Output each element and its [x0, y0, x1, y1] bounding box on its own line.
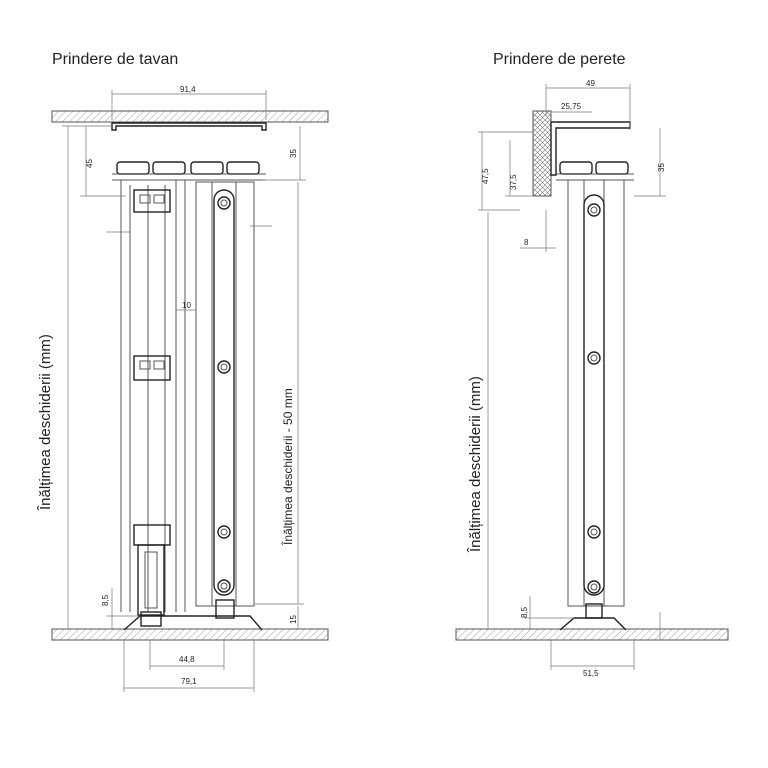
dim-gap: 10 — [182, 301, 191, 310]
dim-offset: 8 — [524, 238, 529, 247]
wall-dimensions: 49 25,75 47,5 37,5 35 8 Înălțimea deschi… — [467, 79, 666, 678]
ceiling-slab — [51, 110, 329, 123]
wall-block — [532, 110, 552, 197]
dim-wall-rail-height: 35 — [657, 163, 666, 172]
outer-door-panel — [195, 181, 255, 619]
ceiling-dimensions: 91,4 45 35 10 Înălțimea deschiderii (mm)… — [37, 85, 306, 692]
dim-wall-bottom-gap: 8,5 — [520, 606, 529, 618]
ceiling-mount-view: 91,4 45 35 10 Înălțimea deschiderii (mm)… — [37, 85, 329, 692]
dim-bottom-guide: 15 — [289, 615, 298, 624]
dim-width-outer: 79,1 — [181, 677, 197, 686]
floor-slab-left — [51, 628, 329, 641]
dim-bottom-gap: 8,5 — [101, 594, 110, 606]
dim-width-top: 91,4 — [180, 85, 196, 94]
ceiling-rail-profile — [111, 122, 267, 181]
dim-bracket-inner: 37,5 — [509, 174, 518, 190]
wall-bracket-profile — [550, 121, 634, 181]
ceiling-mount-title: Prindere de tavan — [52, 51, 178, 68]
dim-bracket-width: 25,75 — [561, 102, 582, 111]
dim-wall-width-top: 49 — [586, 79, 595, 88]
floor-guide-left — [123, 615, 263, 631]
inner-door-panel — [120, 180, 186, 627]
door-height-label: Înălțimea deschiderii - 50 mm — [280, 388, 295, 546]
dim-rail-height: 35 — [289, 149, 298, 158]
dim-bracket-height: 47,5 — [481, 168, 490, 184]
dim-rail-depth: 45 — [85, 159, 94, 168]
opening-height-label-right: Înălțimea deschiderii (mm) — [467, 376, 484, 553]
floor-slab-right — [455, 628, 729, 641]
wall-door-panel — [567, 179, 625, 619]
dim-wall-bottom-width: 51,5 — [583, 669, 599, 678]
opening-height-label-left: Înălțimea deschiderii (mm) — [37, 334, 54, 511]
dim-width-inner: 44,8 — [179, 655, 195, 664]
floor-guide-right — [559, 617, 627, 631]
wall-mount-view: 49 25,75 47,5 37,5 35 8 Înălțimea deschi… — [455, 79, 729, 678]
wall-mount-title: Prindere de perete — [493, 51, 626, 68]
